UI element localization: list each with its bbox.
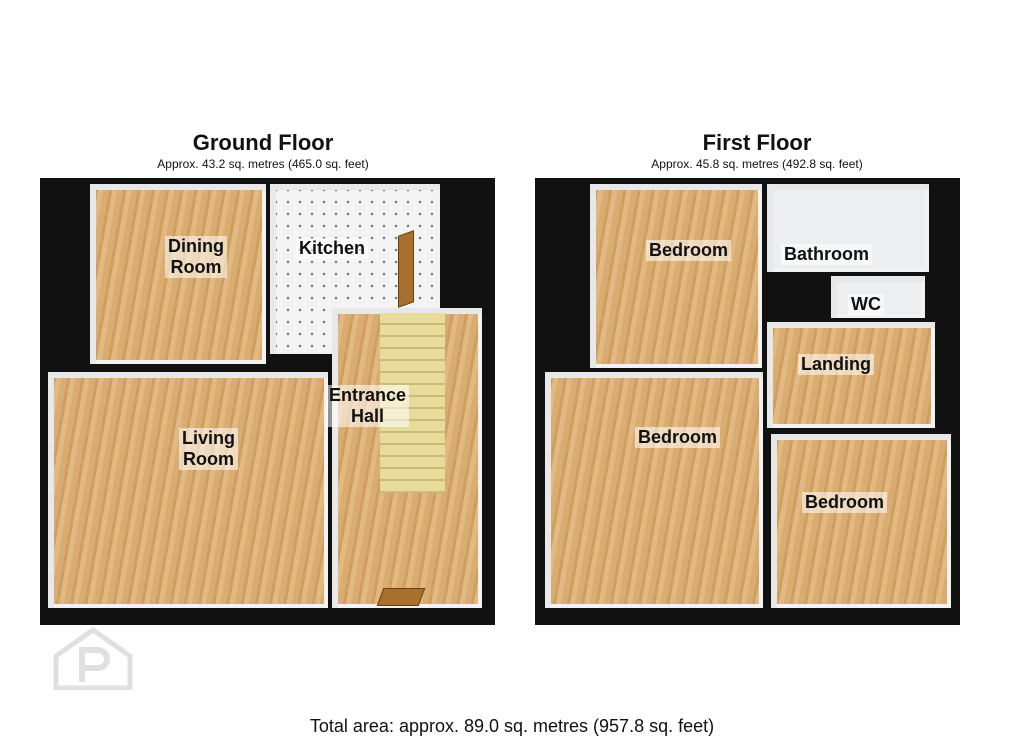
- room-label-bedroom-1: Bedroom: [646, 240, 732, 261]
- bedroom-2: [545, 372, 763, 608]
- watermark-logo-icon: [53, 626, 133, 690]
- room-label-living: Living Room: [179, 428, 238, 470]
- room-label-entrance-hall: Entrance Hall: [326, 385, 410, 427]
- total-area: Total area: approx. 89.0 sq. metres (957…: [309, 716, 715, 736]
- room-label-bedroom-2: Bedroom: [635, 427, 721, 448]
- room-label-bathroom: Bathroom: [781, 244, 872, 265]
- room-label-landing: Landing: [798, 354, 874, 375]
- room-label-wc: WC: [848, 294, 884, 315]
- room-label-bedroom-3: Bedroom: [802, 492, 888, 513]
- bedroom-3: [771, 434, 951, 608]
- bedroom-1: [590, 184, 762, 368]
- landing: [767, 322, 935, 428]
- room-label-dining: Dining Room: [165, 236, 227, 278]
- ground-floor-title: Ground Floor: [192, 130, 334, 155]
- kitchen-door: [398, 230, 414, 308]
- living-room: [48, 372, 328, 608]
- room-label-kitchen: Kitchen: [296, 238, 369, 259]
- first-floor-plan: [535, 178, 960, 625]
- ground-floor-area: Approx. 43.2 sq. metres (465.0 sq. feet): [157, 157, 369, 171]
- ground-floor-plan: [40, 178, 495, 625]
- first-floor-title: First Floor: [702, 130, 812, 155]
- first-floor-area: Approx. 45.8 sq. metres (492.8 sq. feet): [651, 157, 863, 171]
- front-door: [376, 588, 426, 606]
